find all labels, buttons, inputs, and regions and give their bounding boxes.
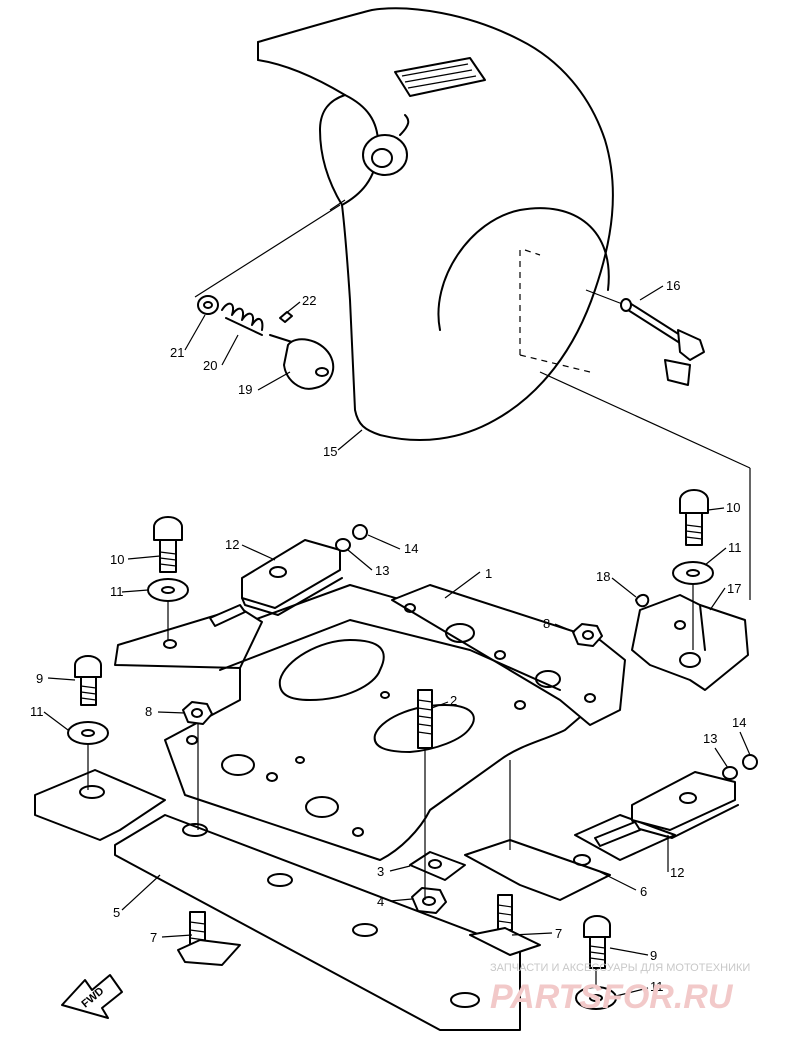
clamp-12-upper — [209, 539, 343, 627]
label-14a: 14 — [404, 541, 418, 556]
nut-13-upper — [335, 538, 351, 552]
bolt-9-left — [74, 655, 102, 706]
nut-14-lower — [742, 754, 758, 770]
washer-11-c — [67, 721, 109, 745]
label-leaders — [43, 285, 751, 997]
label-11a: 11 — [110, 584, 124, 599]
label-7a: 7 — [150, 930, 157, 945]
nut-8-left — [182, 701, 213, 725]
nut-8-right — [572, 623, 603, 647]
mount-plate-1 — [114, 584, 626, 861]
stud-upper-left — [209, 604, 246, 627]
svg-text:PARTSFOR.RU: PARTSFOR.RU — [490, 978, 734, 1016]
label-4: 4 — [377, 894, 384, 909]
label-10a: 10 — [110, 552, 124, 567]
label-12b: 12 — [670, 865, 684, 880]
label-13b: 13 — [703, 731, 717, 746]
strip-6 — [464, 814, 676, 901]
washer-21 — [197, 295, 219, 315]
label-5: 5 — [113, 905, 120, 920]
label-15: 15 — [323, 444, 337, 459]
label-18: 18 — [596, 569, 610, 584]
watermark: ЗАПЧАСТИ И АКСЕССУАРЫ ДЛЯ МОТОТЕХНИКИ PA… — [490, 962, 750, 1016]
label-11c: 11 — [30, 704, 44, 719]
strip-5 — [34, 769, 521, 1031]
label-21: 21 — [170, 345, 184, 360]
washer-11-b — [672, 561, 714, 585]
bracket-17 — [631, 594, 749, 691]
label-20: 20 — [203, 358, 217, 373]
label-12a: 12 — [225, 537, 239, 552]
tbolt-7-left — [177, 911, 241, 966]
nut-13-lower — [722, 766, 738, 780]
label-1: 1 — [485, 566, 492, 581]
label-13a: 13 — [375, 563, 389, 578]
label-16: 16 — [666, 278, 680, 293]
plate-3 — [409, 851, 466, 881]
knob-19 — [283, 338, 335, 390]
plate-slot-large — [278, 639, 385, 701]
label-8a: 8 — [543, 616, 550, 631]
label-10b: 10 — [726, 500, 740, 515]
spring-20 — [221, 302, 264, 336]
part-labels: 1 2 3 4 5 6 7 7 8 8 9 9 10 10 11 11 11 1… — [30, 278, 746, 994]
nut-14-upper — [352, 524, 368, 540]
stud-2 — [417, 689, 433, 749]
label-2: 2 — [450, 693, 457, 708]
svg-text:ЗАПЧАСТИ И АКСЕССУАРЫ ДЛЯ МОТО: ЗАПЧАСТИ И АКСЕССУАРЫ ДЛЯ МОТОТЕХНИКИ — [490, 962, 750, 974]
bolt-10-right — [679, 489, 709, 546]
tbolt-7-right — [469, 894, 541, 956]
clip-18 — [635, 594, 650, 608]
clamp-12-lower — [594, 771, 739, 847]
label-6: 6 — [640, 884, 647, 899]
fwd-arrow: FWD — [61, 974, 123, 1019]
label-17: 17 — [727, 581, 741, 596]
cover-housing — [257, 7, 614, 441]
washer-11-d — [575, 986, 617, 1010]
plate-slot-small — [373, 704, 475, 753]
spring-assembly — [197, 295, 335, 390]
label-9b: 9 — [650, 948, 657, 963]
cover-boss — [362, 134, 408, 176]
label-9a: 9 — [36, 671, 43, 686]
label-11d: 11 — [650, 979, 664, 994]
label-3: 3 — [377, 864, 384, 879]
bolt-9-right — [583, 915, 611, 969]
label-7b: 7 — [555, 926, 562, 941]
label-19: 19 — [238, 382, 252, 397]
label-14b: 14 — [732, 715, 746, 730]
cover-opening — [437, 207, 610, 331]
bolt-10-left — [153, 516, 183, 573]
nut-4 — [411, 887, 447, 914]
label-22: 22 — [302, 293, 316, 308]
washer-11-a — [147, 578, 189, 602]
label-8b: 8 — [145, 704, 152, 719]
clip-22 — [279, 311, 293, 323]
label-11b: 11 — [728, 540, 742, 555]
pin-16 — [620, 298, 705, 386]
nameplate — [394, 57, 486, 97]
